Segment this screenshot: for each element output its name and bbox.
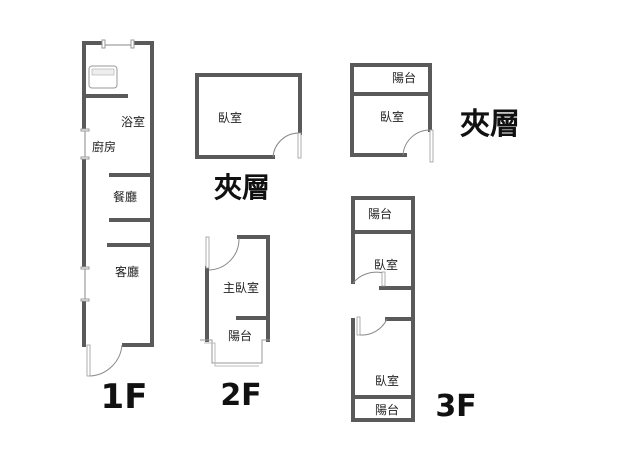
room-label-balcony: 陽台 <box>228 328 252 343</box>
room-label-balcony-bottom: 陽台 <box>375 402 399 417</box>
room-label-kitchen: 廚房 <box>92 139 116 154</box>
mezzanine-b-plan: 陽台 臥室 夾層 <box>350 63 520 163</box>
floor-2f-plan: 主臥室 陽台 2F <box>200 235 270 413</box>
floor-label-2f: 2F <box>220 378 261 413</box>
room-label-bath: 浴室 <box>121 114 145 129</box>
room-label-bedroom-2: 臥室 <box>375 373 399 388</box>
room-label-balcony: 陽台 <box>392 70 416 85</box>
room-label-master-bedroom: 主臥室 <box>223 280 259 295</box>
floor-label-3f: 3F <box>435 389 476 424</box>
entrance-door-icon <box>86 344 91 377</box>
room-label-living: 客廳 <box>115 264 139 279</box>
floor-label-1f: 1F <box>101 377 148 417</box>
floor-label-mezzanine-b: 夾層 <box>460 107 520 142</box>
room-label-bedroom: 臥室 <box>380 109 404 124</box>
floor-1f-plan: 浴室 廚房 餐廳 客廳 1F <box>80 39 154 417</box>
floor-label-mezzanine-a: 夾層 <box>214 171 270 204</box>
floor-3f-plan: 陽台 臥室 臥室 陽台 3F <box>351 196 477 424</box>
room-label-balcony-top: 陽台 <box>368 206 392 221</box>
room-label-dining: 餐廳 <box>113 189 137 204</box>
room-label-bedroom-1: 臥室 <box>374 257 398 272</box>
mezzanine-a-plan: 臥室 夾層 <box>195 73 302 204</box>
room-label-bedroom: 臥室 <box>218 110 242 125</box>
